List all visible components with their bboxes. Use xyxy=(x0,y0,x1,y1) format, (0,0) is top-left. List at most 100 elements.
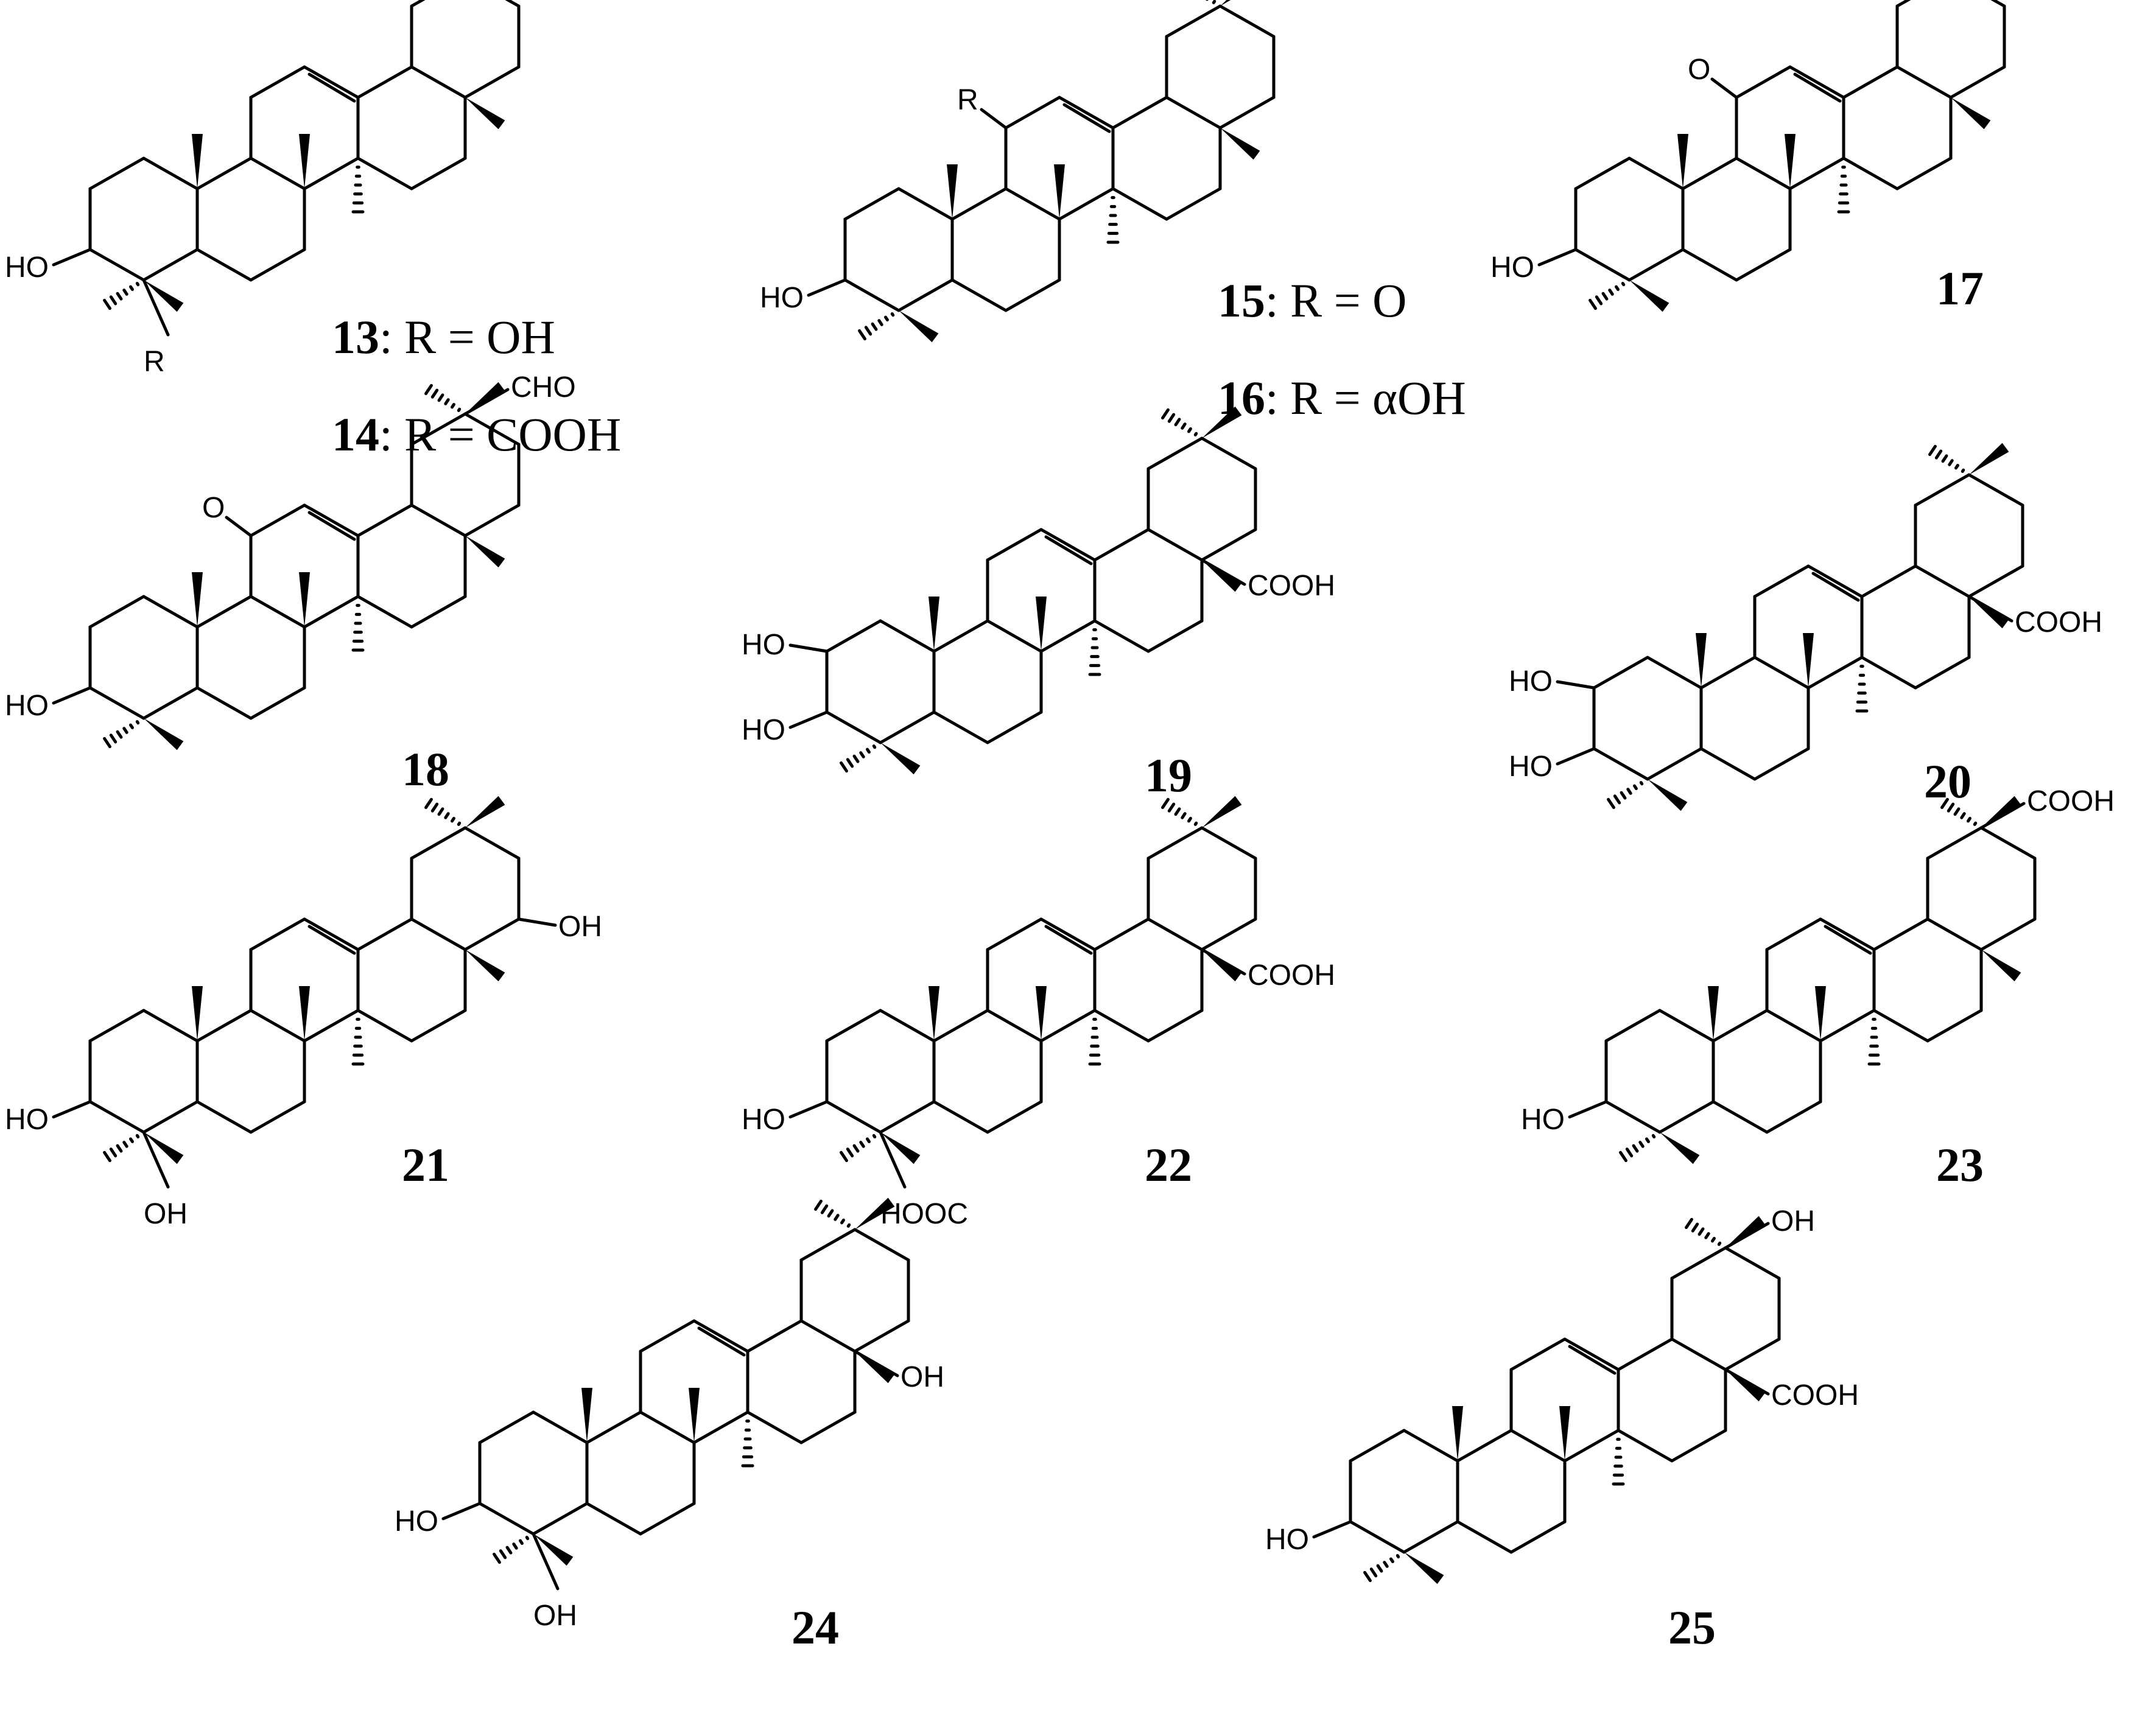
bond-line xyxy=(825,1009,882,1043)
bond-line xyxy=(1146,1009,1204,1043)
bond-line xyxy=(463,826,521,860)
double-bond-line xyxy=(307,72,356,103)
substituent-label: CHO xyxy=(511,371,576,404)
wedge-bond xyxy=(533,1534,574,1566)
substituent-label: OH xyxy=(533,1600,577,1632)
bond-line xyxy=(1604,1009,1662,1043)
bond-line xyxy=(1627,248,1685,282)
bond-line xyxy=(303,595,360,629)
bond-line xyxy=(746,1410,803,1444)
bond-line xyxy=(1058,187,1115,221)
bond-line xyxy=(1646,656,1703,690)
bond-line xyxy=(303,1009,360,1043)
wedge-bond xyxy=(1202,796,1242,828)
hash-bond xyxy=(864,326,872,336)
bond-line xyxy=(1200,558,1246,586)
bond-line xyxy=(932,1009,989,1043)
bond-line xyxy=(1004,278,1061,312)
bond-line xyxy=(1926,826,1983,860)
bond-line xyxy=(1670,1337,1727,1371)
bond-line xyxy=(1165,4,1222,38)
bond-line xyxy=(410,917,467,951)
bond-line xyxy=(88,1009,146,1043)
bond-line xyxy=(249,65,306,99)
wedge-bond xyxy=(1677,134,1688,189)
wedge-bond xyxy=(465,950,505,982)
hash-bond xyxy=(1704,1232,1710,1239)
bond-line xyxy=(249,503,306,537)
bond-line xyxy=(986,917,1043,951)
compound-number-24: 24 xyxy=(792,1601,839,1654)
bond-line xyxy=(1200,917,1257,951)
bond-line xyxy=(692,1319,750,1353)
hash-bond xyxy=(116,1144,123,1153)
bond-line xyxy=(142,248,199,282)
hydroxyl-label: HO xyxy=(1265,1524,1309,1556)
bond-line xyxy=(303,917,360,951)
bond-line xyxy=(463,917,521,951)
bond-line xyxy=(1093,917,1150,951)
double-bond-line xyxy=(697,1326,746,1357)
hash-bond xyxy=(1161,408,1170,420)
compound-number-22: 22 xyxy=(1145,1138,1192,1191)
bond-line xyxy=(1860,656,1917,690)
hash-bond xyxy=(122,727,128,734)
bond-line xyxy=(1699,747,1757,781)
hash-bond xyxy=(1638,1141,1645,1148)
hash-bond xyxy=(1691,1222,1699,1233)
hash-bond xyxy=(871,322,878,331)
bond-line xyxy=(1093,1009,1150,1043)
wedge-bond xyxy=(144,280,184,312)
bond-line xyxy=(1765,917,1822,951)
bond-line xyxy=(1670,1429,1727,1463)
bond-line xyxy=(1735,156,1792,191)
oxo-label: O xyxy=(1688,54,1710,86)
bond-line xyxy=(1537,248,1578,267)
wedge-bond xyxy=(1951,97,1991,130)
bond-line xyxy=(1979,917,2037,951)
bond-line xyxy=(825,710,882,744)
hash-bond xyxy=(103,298,111,310)
wedge-bond xyxy=(1803,633,1814,688)
bond-line xyxy=(441,1502,482,1521)
hash-bond xyxy=(1187,427,1192,433)
bond-line xyxy=(1165,96,1222,130)
bond-line xyxy=(1895,0,1911,8)
bond-line xyxy=(585,1502,642,1536)
bond-line xyxy=(1218,96,1276,130)
hash-bond xyxy=(430,388,439,399)
bond-line xyxy=(1735,248,1792,282)
hash-bond xyxy=(1967,816,1971,823)
bond-line xyxy=(249,686,306,720)
wedge-bond xyxy=(1726,1370,1766,1402)
hash-bond xyxy=(859,1141,865,1148)
bond-line xyxy=(843,187,900,221)
bond-line xyxy=(195,248,253,282)
wedge-bond xyxy=(1220,0,1231,6)
bond-line xyxy=(1627,156,1685,191)
bond-line xyxy=(225,516,253,537)
bond-line xyxy=(1990,0,2006,8)
bond-line xyxy=(249,595,306,629)
hash-bond xyxy=(1363,1570,1372,1583)
bond-line xyxy=(52,686,92,705)
substituent-label: OH xyxy=(144,1198,188,1230)
bond-line xyxy=(195,595,253,629)
hash-bond xyxy=(451,816,455,823)
bond-line xyxy=(1842,156,1899,191)
hash-bond xyxy=(814,1199,823,1211)
bond-line xyxy=(1200,826,1257,860)
bond-line xyxy=(1004,187,1061,221)
hash-bond xyxy=(451,402,455,409)
bond-line xyxy=(879,619,936,653)
bond-line xyxy=(249,156,306,191)
wedge-bond xyxy=(1036,597,1047,651)
bond-line xyxy=(478,1502,535,1536)
caption-number: 13 xyxy=(332,310,379,363)
wedge-bond xyxy=(465,382,505,414)
hash-bond xyxy=(1187,816,1192,823)
bond-line xyxy=(303,65,360,99)
hash-bond xyxy=(1948,459,1954,466)
